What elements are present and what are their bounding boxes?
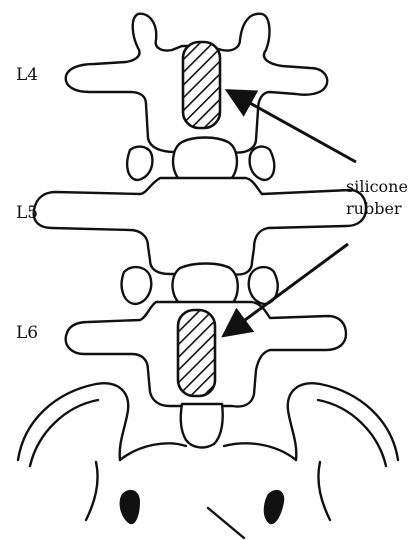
label-l4: L4 — [16, 65, 38, 85]
callout-label-line2: rubber — [346, 199, 402, 218]
label-l6: L6 — [16, 323, 38, 343]
spinous-process-l6 — [181, 404, 223, 447]
implant-upper — [183, 42, 220, 128]
vertebra-l5 — [34, 178, 366, 275]
callout-label-line1: silicone — [346, 177, 408, 196]
sacral-foramina — [120, 490, 285, 524]
implant-lower — [178, 310, 215, 396]
label-l5: L5 — [16, 203, 38, 223]
